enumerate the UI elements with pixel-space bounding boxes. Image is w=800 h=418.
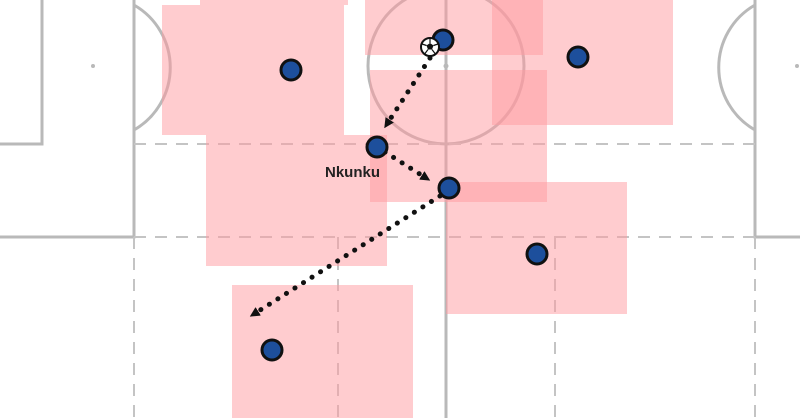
player-marker-icon xyxy=(566,45,590,69)
player-marker-nkunku xyxy=(365,135,389,159)
right-penalty-spot xyxy=(795,64,799,68)
left-penalty-area xyxy=(0,0,44,146)
player-marker-icon xyxy=(260,338,284,362)
zone xyxy=(206,135,387,266)
player-marker-icon xyxy=(437,176,461,200)
zone xyxy=(162,5,344,135)
player-marker-icon xyxy=(279,58,303,82)
zone xyxy=(232,285,413,418)
football-icon xyxy=(420,37,440,57)
zone xyxy=(200,0,348,5)
player-marker-icon xyxy=(525,242,549,266)
pass-path xyxy=(249,193,443,317)
left-penalty-spot xyxy=(91,64,95,68)
zone xyxy=(370,70,547,202)
pass-path xyxy=(384,55,433,129)
centre-spot xyxy=(443,63,449,69)
right-penalty-arc xyxy=(717,3,756,132)
pass-path xyxy=(382,149,431,181)
player-name-label: Nkunku xyxy=(325,164,380,181)
pass-paths xyxy=(249,55,443,317)
